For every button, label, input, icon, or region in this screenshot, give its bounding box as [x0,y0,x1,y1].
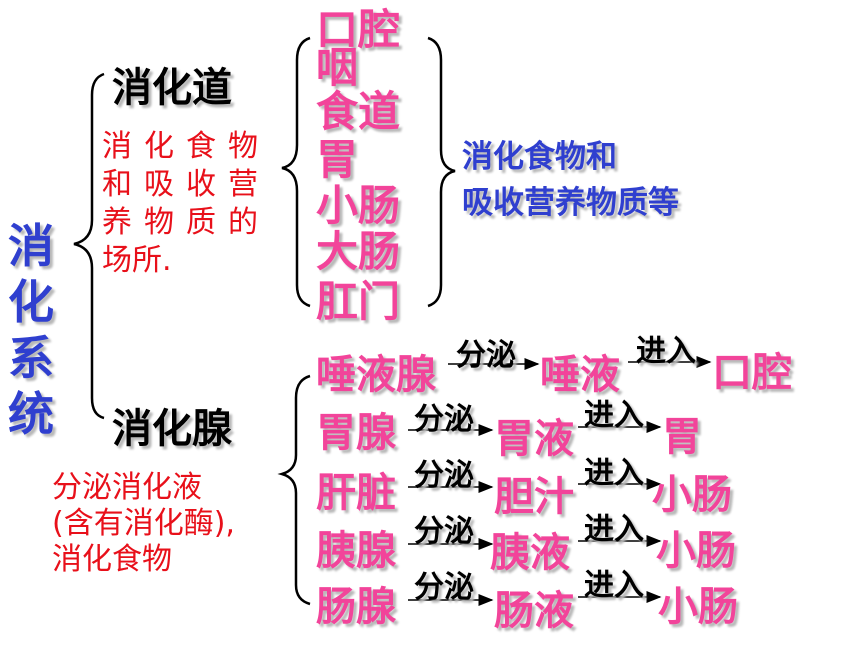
organ-item: 大肠 [316,227,401,276]
gland-name: 肝脏 [316,470,396,516]
organ-item: 咽 [316,43,359,92]
enter-label: 进入 [584,456,644,491]
gland-name: 唾液腺 [316,352,436,398]
target-organ: 胃 [662,414,702,460]
tract-function-line: 吸收营养物质等 [462,185,679,221]
organ-item: 小肠 [316,181,401,230]
enter-label: 进入 [584,568,644,603]
tract-description-line: 养物质的 [102,205,270,240]
target-organ: 口腔 [712,350,792,396]
enter-label: 进入 [584,398,644,433]
gland-name: 胰腺 [316,528,396,574]
secrete-label: 分泌 [414,570,474,605]
tract-function-line: 消化食物和 [462,139,617,175]
secrete-label: 分泌 [414,402,474,437]
target-organ: 小肠 [656,528,736,574]
organ-item: 口腔 [316,5,401,54]
juice-name: 胆汁 [494,474,574,520]
gland-description-line: 分泌消化液 [52,470,202,505]
gland-description: 分泌消化液 (含有消化酶), 消化食物 [52,470,235,578]
gland-description-line: 消化食物 [52,542,172,577]
target-organ: 小肠 [658,584,738,630]
juice-name: 胃液 [494,416,574,462]
secrete-label: 分泌 [414,458,474,493]
gland-brace [277,374,311,606]
target-organ: 小肠 [652,472,732,518]
tract-function: 消化食物和 吸收营养物质等 [462,134,679,226]
gland-name: 胃腺 [316,410,396,456]
secrete-label: 分泌 [456,338,516,373]
system-brace [73,72,105,420]
organ-item: 胃 [316,135,359,184]
juice-name: 唾液 [540,352,620,398]
tract-description-line: 场所. [102,243,172,278]
enter-label: 进入 [584,512,644,547]
gland-description-line: (含有消化酶), [52,506,235,541]
tract-description-line: 消化食物 [102,129,270,164]
juice-name: 胰液 [490,530,570,576]
juice-name: 肠液 [494,588,574,634]
organ-list: 口腔 咽 食道 胃 小肠 大肠 肛门 [316,8,400,324]
system-title: 消化系统 [8,219,54,441]
organ-closing-brace [427,36,456,308]
tract-heading: 消化道 [112,65,232,111]
tract-description-line: 和吸收营 [102,167,270,202]
organ-item: 食道 [316,87,401,136]
tract-description: 消化食物 和吸收营 养物质的 场所. [102,128,270,280]
organ-item: 肛门 [316,277,401,326]
gland-heading: 消化腺 [112,406,232,452]
enter-label: 进入 [636,334,696,369]
secrete-label: 分泌 [414,514,474,549]
gland-name: 肠腺 [316,584,396,630]
tract-brace [281,36,311,308]
